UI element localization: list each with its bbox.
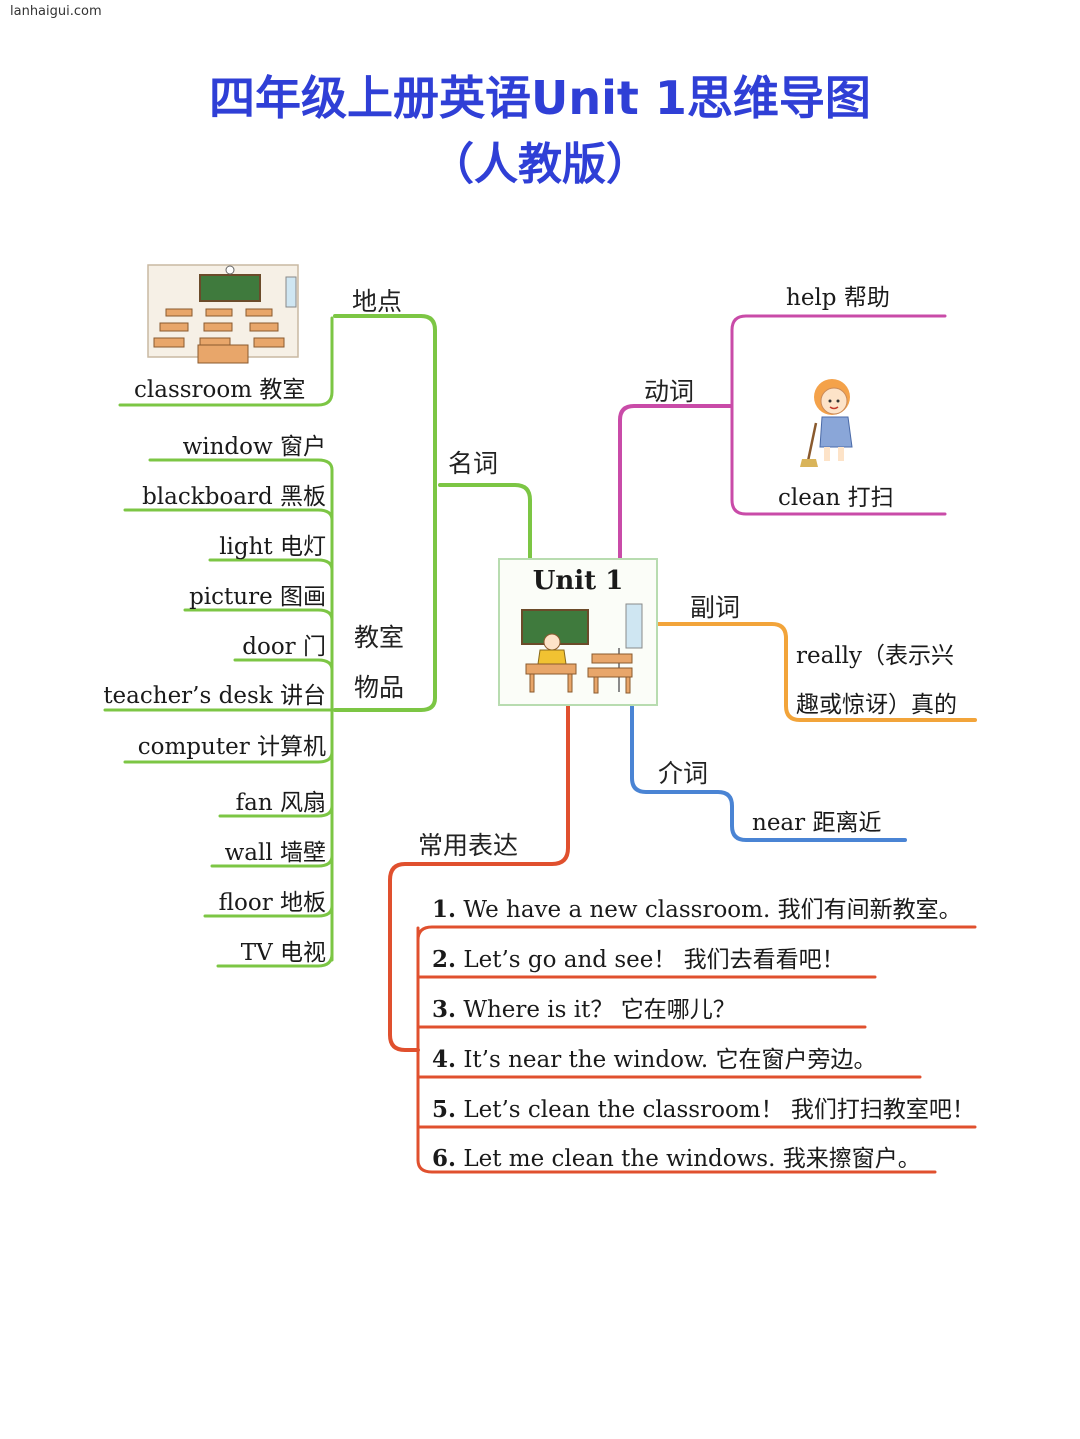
leaf-classroom: classroom 教室	[134, 377, 306, 403]
central-topic-label: Unit 1	[532, 566, 624, 596]
leaf-line-fan	[218, 804, 334, 818]
branch-label-classroom-items-2: 物品	[354, 673, 405, 702]
classroom-scene-illustration	[521, 603, 643, 694]
leaf-line-picture	[183, 608, 334, 622]
leaf-near: near 距离近	[752, 810, 882, 836]
nouns-branch-line	[438, 483, 532, 562]
place-branch-line	[333, 314, 437, 487]
expression-1: 1. We have a new classroom. 我们有间新教室。	[432, 896, 962, 923]
place-leaf-line	[118, 316, 334, 407]
expression-3: 3. Where is it？ 它在哪儿？	[432, 996, 736, 1023]
page-subtitle: （人教版）	[430, 139, 650, 190]
page-title: 四年级上册英语Unit 1思维导图	[209, 71, 871, 125]
branch-label-expressions: 常用表达	[418, 831, 519, 860]
leaf-picture: picture 图画	[189, 584, 326, 610]
leaf-really-line2: 趣或惊讶）真的	[796, 692, 957, 718]
branch-label-nouns: 名词	[448, 449, 499, 478]
expr-line-6	[416, 1158, 937, 1174]
leaf-teachers-desk: teacher’s desk 讲台	[103, 683, 326, 709]
leaf-window: window 窗户	[182, 434, 326, 460]
branch-label-classroom-items-1: 教室	[354, 623, 405, 652]
classroom-items-branch-line	[333, 483, 437, 712]
branch-label-preposition: 介词	[658, 759, 709, 788]
leaf-line-wall	[210, 854, 334, 868]
leaf-floor: floor 地板	[218, 890, 326, 916]
leaf-clean: clean 打扫	[778, 485, 894, 511]
expressions-branch-line	[388, 704, 570, 1052]
expression-4: 4. It’s near the window. 它在窗户旁边。	[432, 1046, 877, 1073]
preposition-branch-line	[630, 704, 907, 842]
leaf-line-tv	[216, 952, 334, 968]
branch-label-verbs: 动词	[644, 377, 695, 406]
adverb-branch-line	[656, 622, 977, 722]
expression-6: 6. Let me clean the windows. 我来擦窗户。	[432, 1145, 921, 1172]
leaf-really-line1: really（表示兴	[796, 643, 955, 669]
leaf-line-blackboard	[123, 508, 334, 522]
leaf-fan: fan 风扇	[235, 790, 326, 816]
verbs-branch-line	[618, 404, 732, 562]
leaf-line-help	[730, 314, 947, 332]
branch-label-place: 地点	[352, 287, 403, 316]
leaf-help: help 帮助	[786, 285, 890, 311]
classroom-illustration	[147, 264, 299, 364]
leaf-line-clean	[730, 498, 947, 516]
leaf-line-floor	[203, 904, 334, 918]
leaf-line-light	[208, 558, 334, 572]
expression-2: 2. Let’s go and see！ 我们去看看吧！	[432, 946, 845, 973]
girl-sweeping-illustration	[800, 379, 853, 467]
leaf-line-computer	[123, 750, 334, 764]
branch-label-adverb: 副词	[690, 593, 741, 622]
leaf-computer: computer 计算机	[137, 734, 326, 760]
leaf-door: door 门	[242, 634, 326, 660]
leaf-line-door	[233, 658, 334, 672]
leaf-tv: TV 电视	[240, 940, 326, 966]
leaf-blackboard: blackboard 黑板	[142, 484, 326, 510]
expr-line-1	[416, 925, 977, 942]
leaf-light: light 电灯	[219, 534, 326, 560]
watermark: lanhaigui.com	[10, 4, 102, 19]
expression-5: 5. Let’s clean the classroom！ 我们打扫教室吧！	[432, 1096, 975, 1123]
leaf-wall: wall 墙壁	[224, 840, 326, 866]
central-topic-node: Unit 1	[498, 558, 658, 706]
leaf-line-window	[148, 458, 334, 472]
